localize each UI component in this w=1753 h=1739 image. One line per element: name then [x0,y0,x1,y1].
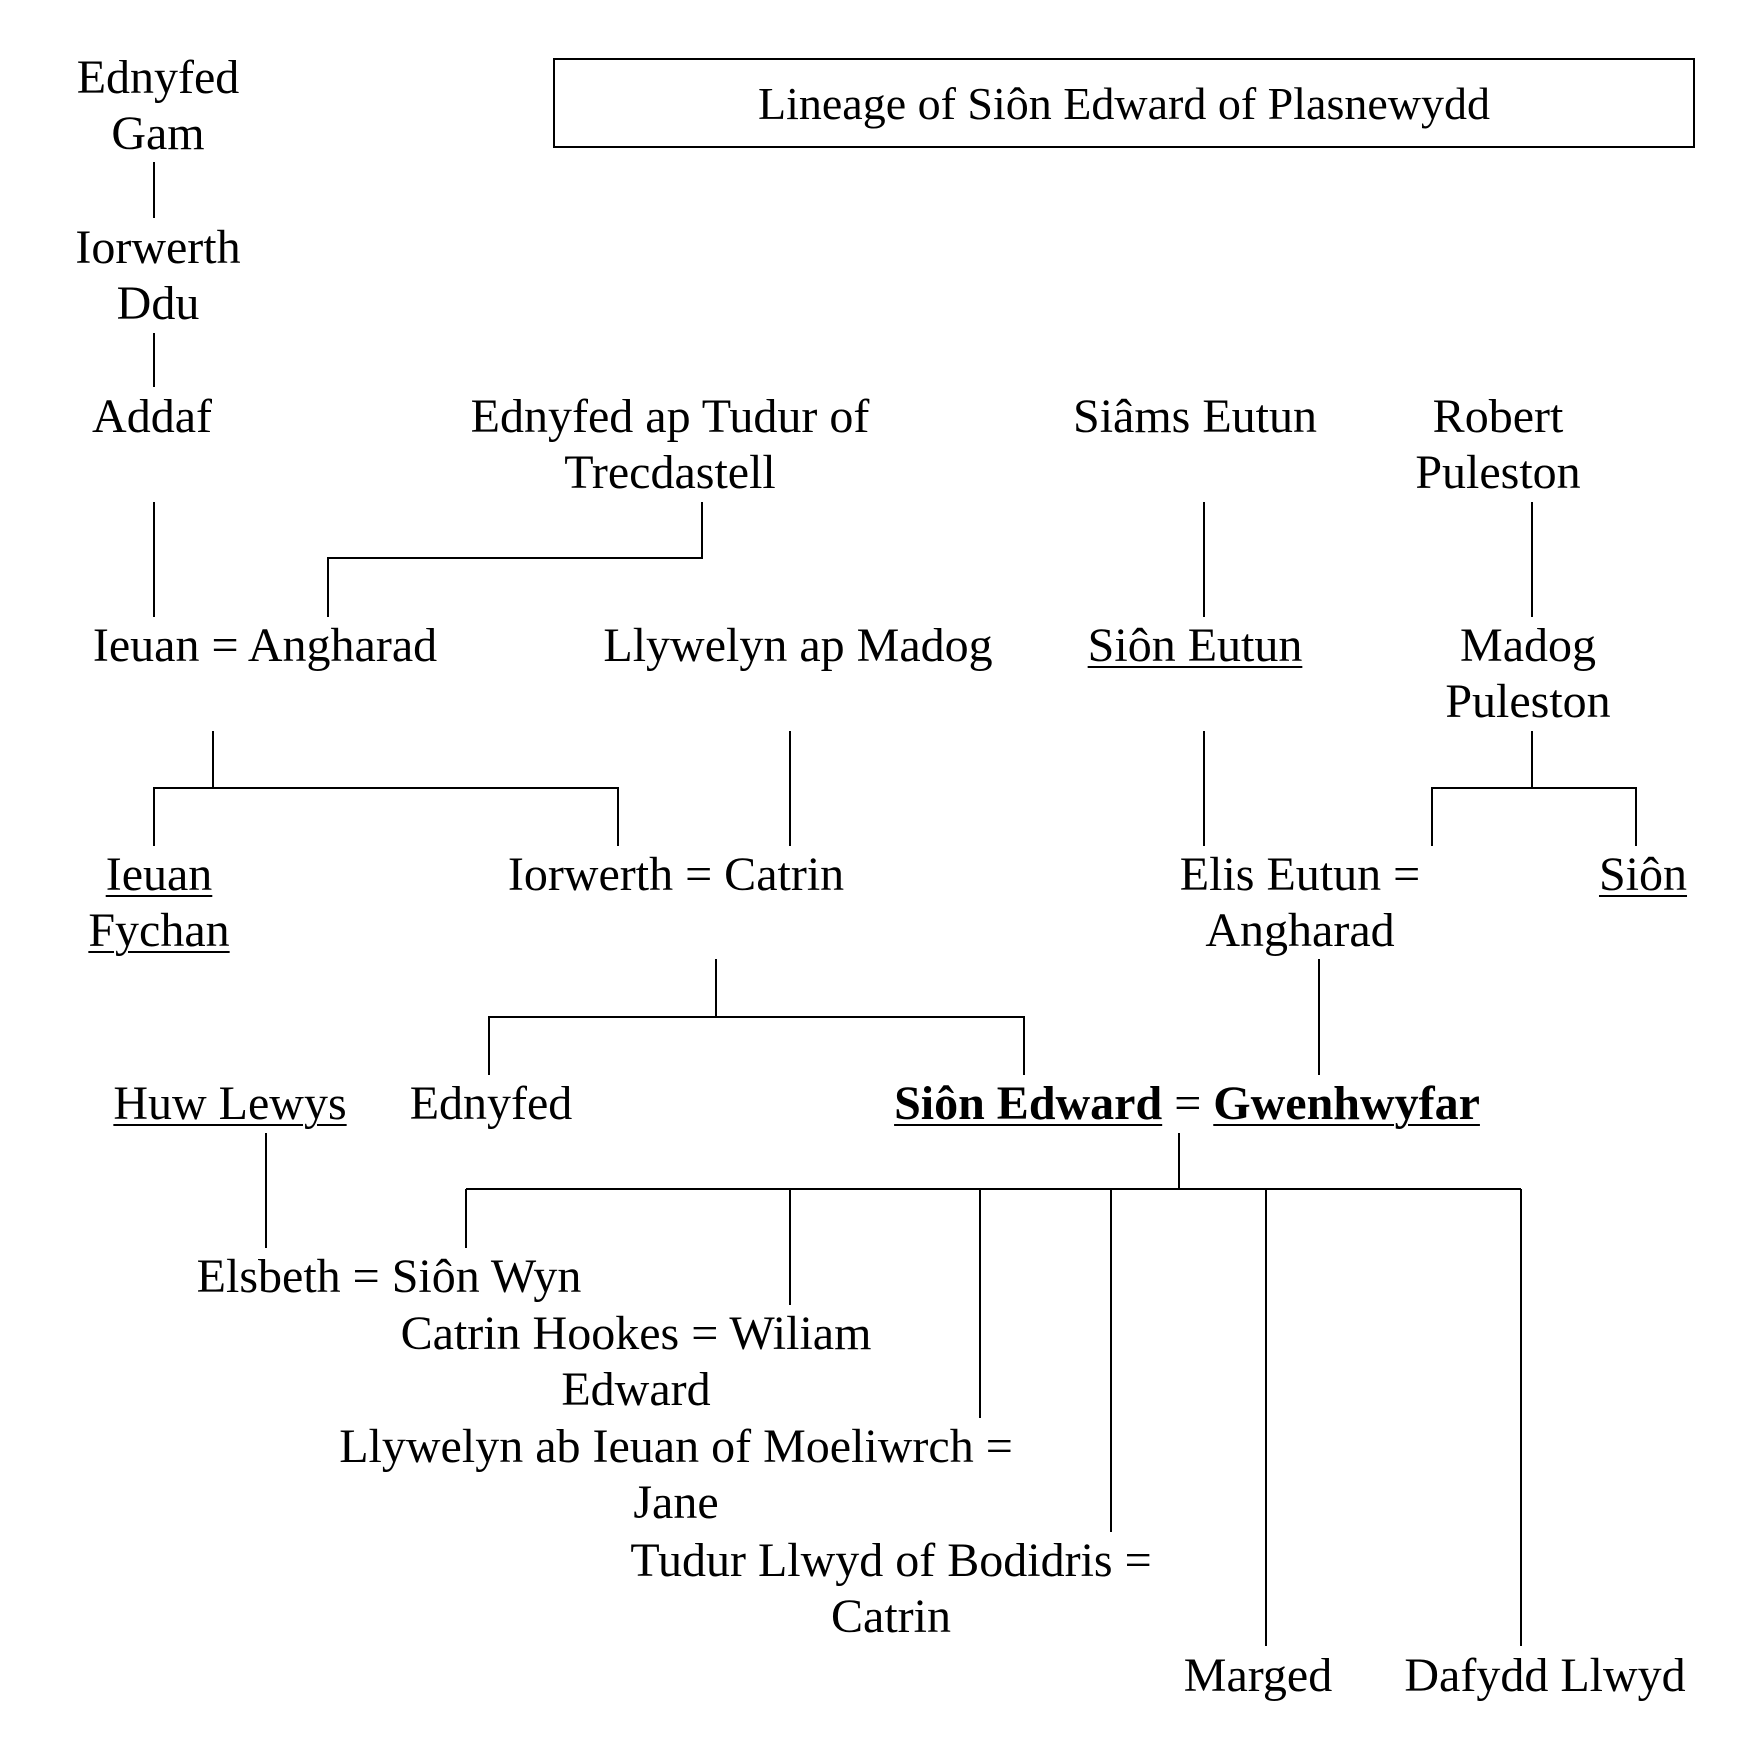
person-angharad: Angharad [247,619,438,672]
person-catrin: Catrin [724,848,845,901]
person-madog-puleston: Madog Puleston [1445,619,1611,728]
person-dafydd-llwyd: Dafydd Llwyd [1404,1649,1686,1702]
person-elsbeth: Elsbeth [196,1250,341,1303]
page-title: Lineage of Siôn Edward of Plasnewydd [757,77,1490,129]
person-siams-eutun: Siâms Eutun [1072,390,1318,443]
person-sion: Siôn [1598,848,1688,901]
person-ednyfed: Ednyfed [409,1077,573,1130]
equals-sign: = [1174,1077,1202,1130]
couple-llywelyn-ab-ieuan-jane: Llywelyn ab Ieuan of Moeliwrch = Jane [339,1420,1013,1529]
couple-elsbeth-sion-wyn: Elsbeth = Siôn Wyn [197,1249,582,1305]
person-sion-edward: Siôn Edward [894,1077,1163,1130]
title-box: Lineage of Siôn Edward of Plasnewydd [553,58,1695,148]
person-sion-wyn: Siôn Wyn [391,1250,582,1303]
equals-sign: = [352,1250,380,1303]
person-robert-puleston: Robert Puleston [1415,390,1581,499]
equals-sign: = [211,619,239,672]
person-sion-eutun: Siôn Eutun [1087,619,1303,672]
person-ednyfed-ap-tudur: Ednyfed ap Tudur of Trecdastell [470,390,870,499]
line-madog-children [1431,787,1637,846]
person-huw-lewys: Huw Lewys [113,1077,347,1130]
person-marged: Marged [1183,1649,1333,1702]
couple-iorwerth-catrin: Iorwerth = Catrin [508,847,844,903]
person-iorwerth-ddu: Iorwerth Ddu [75,221,241,330]
line-ednyfedaptudur-angharad [327,502,703,617]
line-iorwerth-children [488,1016,1025,1075]
person-ieuan: Ieuan [92,619,200,672]
couple-elis-eutun-angharad: Elis Eutun = Angharad [1179,848,1421,957]
couple-ieuan-angharad: Ieuan = Angharad [93,618,437,674]
person-ieuan-fychan: Ieuan Fychan [88,848,230,957]
person-gwenhwyfar: Gwenhwyfar [1213,1077,1480,1130]
couple-sion-edward-gwenhwyfar: Siôn Edward = Gwenhwyfar [894,1076,1480,1132]
equals-sign: = [685,848,713,901]
couple-tudur-llwyd-catrin: Tudur Llwyd of Bodidris = Catrin [630,1534,1152,1643]
person-ednyfed-gam: Ednyfed Gam [76,51,240,160]
person-iorwerth: Iorwerth [507,848,674,901]
person-addaf: Addaf [92,390,212,443]
couple-catrin-hookes-wiliam-edward: Catrin Hookes = Wiliam Edward [400,1307,872,1416]
line-ieuan-children [153,787,619,846]
person-llywelyn-ap-madog: Llywelyn ap Madog [603,619,993,672]
